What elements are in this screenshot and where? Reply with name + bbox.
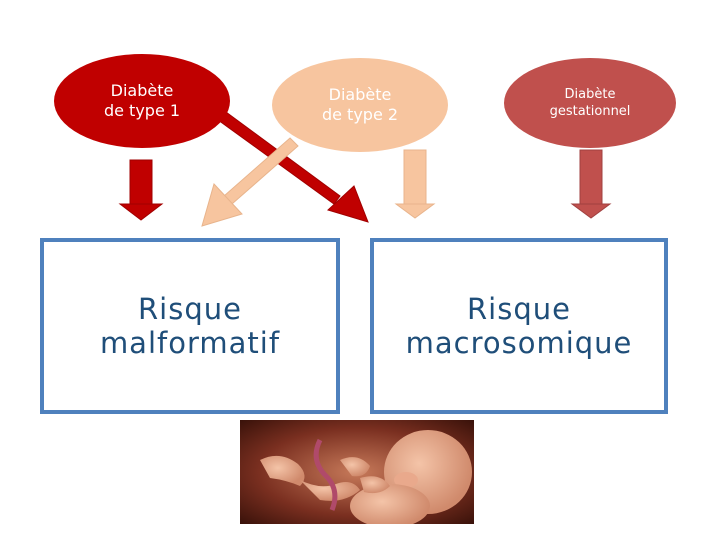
arrow-type1-down bbox=[118, 159, 164, 221]
oval-diabete-type-1: Diabète de type 1 bbox=[54, 54, 230, 148]
oval-label: Diabète de type 2 bbox=[321, 85, 399, 124]
fetus-photo bbox=[240, 420, 474, 524]
box-risque-macrosomique: Risque macrosomique bbox=[370, 238, 668, 414]
oval-label: Diabète gestationnel bbox=[549, 87, 631, 119]
oval-diabete-gestationnel: Diabète gestationnel bbox=[504, 58, 676, 148]
oval-label: Diabète de type 1 bbox=[103, 81, 181, 120]
arrow-type2-diagonal bbox=[201, 137, 299, 227]
box-label: Risque malformatif bbox=[99, 292, 281, 360]
oval-diabete-type-2: Diabète de type 2 bbox=[272, 58, 448, 152]
box-label: Risque macrosomique bbox=[405, 292, 633, 360]
arrow-gestational-down bbox=[570, 149, 612, 219]
box-risque-malformatif: Risque malformatif bbox=[40, 238, 340, 414]
arrow-type2-down bbox=[394, 149, 436, 219]
